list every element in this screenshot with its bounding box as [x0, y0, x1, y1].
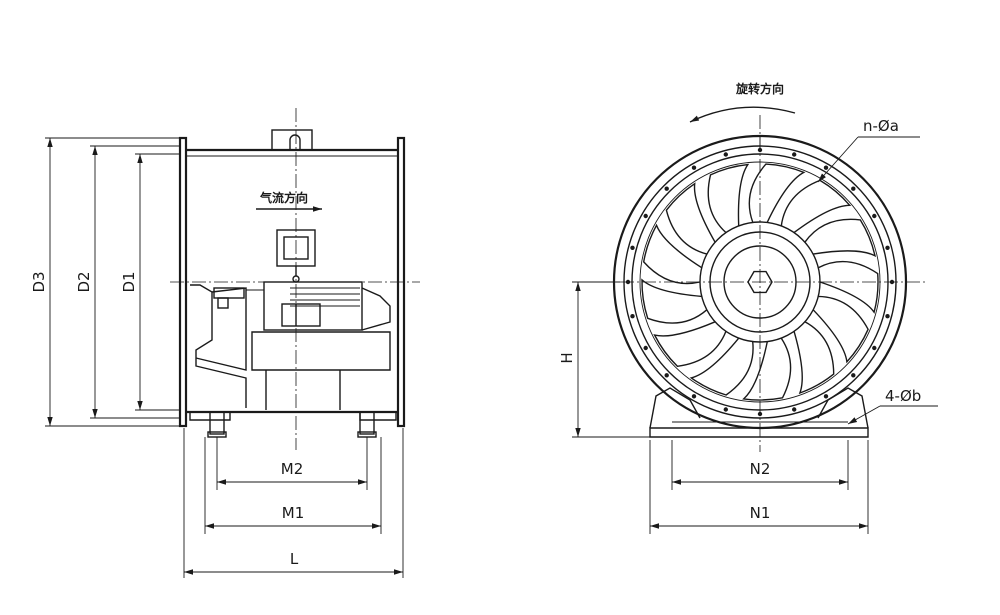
impeller-blade: [742, 337, 792, 401]
base-plate: [649, 427, 869, 438]
airflow-label: 气流方向: [259, 190, 308, 205]
motor-body: [263, 281, 363, 331]
bolt-hole-label: n-Øa: [863, 117, 899, 135]
bolt-hole: [723, 152, 728, 157]
impeller-blade: [665, 182, 716, 255]
impeller-blade: [780, 179, 852, 234]
bolt-hole: [757, 411, 763, 417]
impeller-blade: [689, 337, 754, 396]
impeller-blade: [641, 278, 708, 324]
bolt-hole: [823, 394, 829, 399]
impeller-blade: [817, 260, 879, 314]
bolt-hole: [630, 245, 635, 250]
front-view: 旋转方向 n-Øa 4-Øb H N2 N1: [558, 81, 938, 534]
l-label: L: [290, 550, 299, 568]
m1-label: M1: [282, 504, 305, 522]
bolt-hole: [872, 345, 877, 351]
base-bracket-right: [817, 387, 869, 429]
n2-label: N2: [750, 460, 771, 478]
bolt-label-leader: [817, 136, 859, 183]
bolt-hole: [664, 373, 669, 378]
bolt-hole: [691, 165, 697, 170]
bolt-hole: [851, 186, 856, 191]
d3-label: D3: [30, 271, 48, 292]
d2-label: D2: [75, 271, 93, 292]
bolt-hole: [643, 213, 648, 219]
base-label-leader: [847, 405, 881, 425]
motor-mount: [251, 331, 391, 371]
junction-box-inner: [283, 236, 309, 260]
bolt-hole: [625, 279, 631, 285]
hub-outer: [699, 221, 821, 343]
bolt-hole: [872, 213, 877, 219]
bolt-hole: [792, 407, 797, 412]
impeller-blade: [804, 218, 877, 258]
foot-right: [359, 411, 375, 435]
hub-inner: [723, 245, 797, 319]
impeller-blade: [748, 163, 806, 223]
base-hole-label: 4-Øb: [885, 387, 921, 405]
bolt-hole: [792, 152, 797, 157]
bolt-hole: [885, 314, 890, 319]
bolt-hole: [643, 345, 648, 351]
bolt-hole: [691, 394, 697, 399]
h-label: H: [558, 352, 576, 363]
rotation-label: 旋转方向: [735, 81, 784, 96]
m2-label: M2: [281, 460, 304, 478]
inner-flange-ring: [631, 153, 889, 411]
bolt-holes: [625, 147, 895, 417]
base-bracket-left: [649, 387, 701, 429]
motor-end-cap: [361, 287, 391, 331]
hub-collar: [213, 287, 245, 299]
foot-bar-right: [359, 412, 397, 421]
outlet-flange: [396, 136, 406, 428]
n1-label: N1: [750, 504, 771, 522]
bolt-hole: [889, 279, 895, 285]
hub-ring: [709, 231, 811, 333]
hub-outline: [190, 284, 247, 408]
bolt-hole: [823, 165, 829, 170]
impeller-blades: [641, 163, 879, 401]
casing-inner-ring: [639, 161, 881, 403]
bolt-hole: [664, 186, 669, 191]
motor-terminal: [281, 303, 321, 327]
hub-body: [195, 287, 247, 371]
bolt-hole: [851, 373, 856, 378]
d1-label: D1: [120, 271, 138, 292]
foot-left: [209, 411, 225, 435]
bolt-hole: [723, 407, 728, 412]
bolt-hole: [630, 314, 635, 319]
impeller-blade: [793, 321, 835, 395]
hub-key: [217, 297, 229, 309]
impeller-blade: [642, 223, 703, 285]
rotation-arrow: [689, 106, 796, 123]
impeller-blade: [707, 163, 750, 234]
impeller-blade: [812, 295, 869, 364]
lifting-lug: [271, 129, 313, 151]
impeller-blade: [653, 321, 727, 368]
lifting-lug-hole: [289, 134, 301, 150]
bolt-hole: [757, 147, 763, 153]
hub-nut: [747, 270, 773, 294]
bolt-hole: [885, 245, 890, 250]
side-view: 气流方向 D3 D2: [30, 108, 420, 578]
